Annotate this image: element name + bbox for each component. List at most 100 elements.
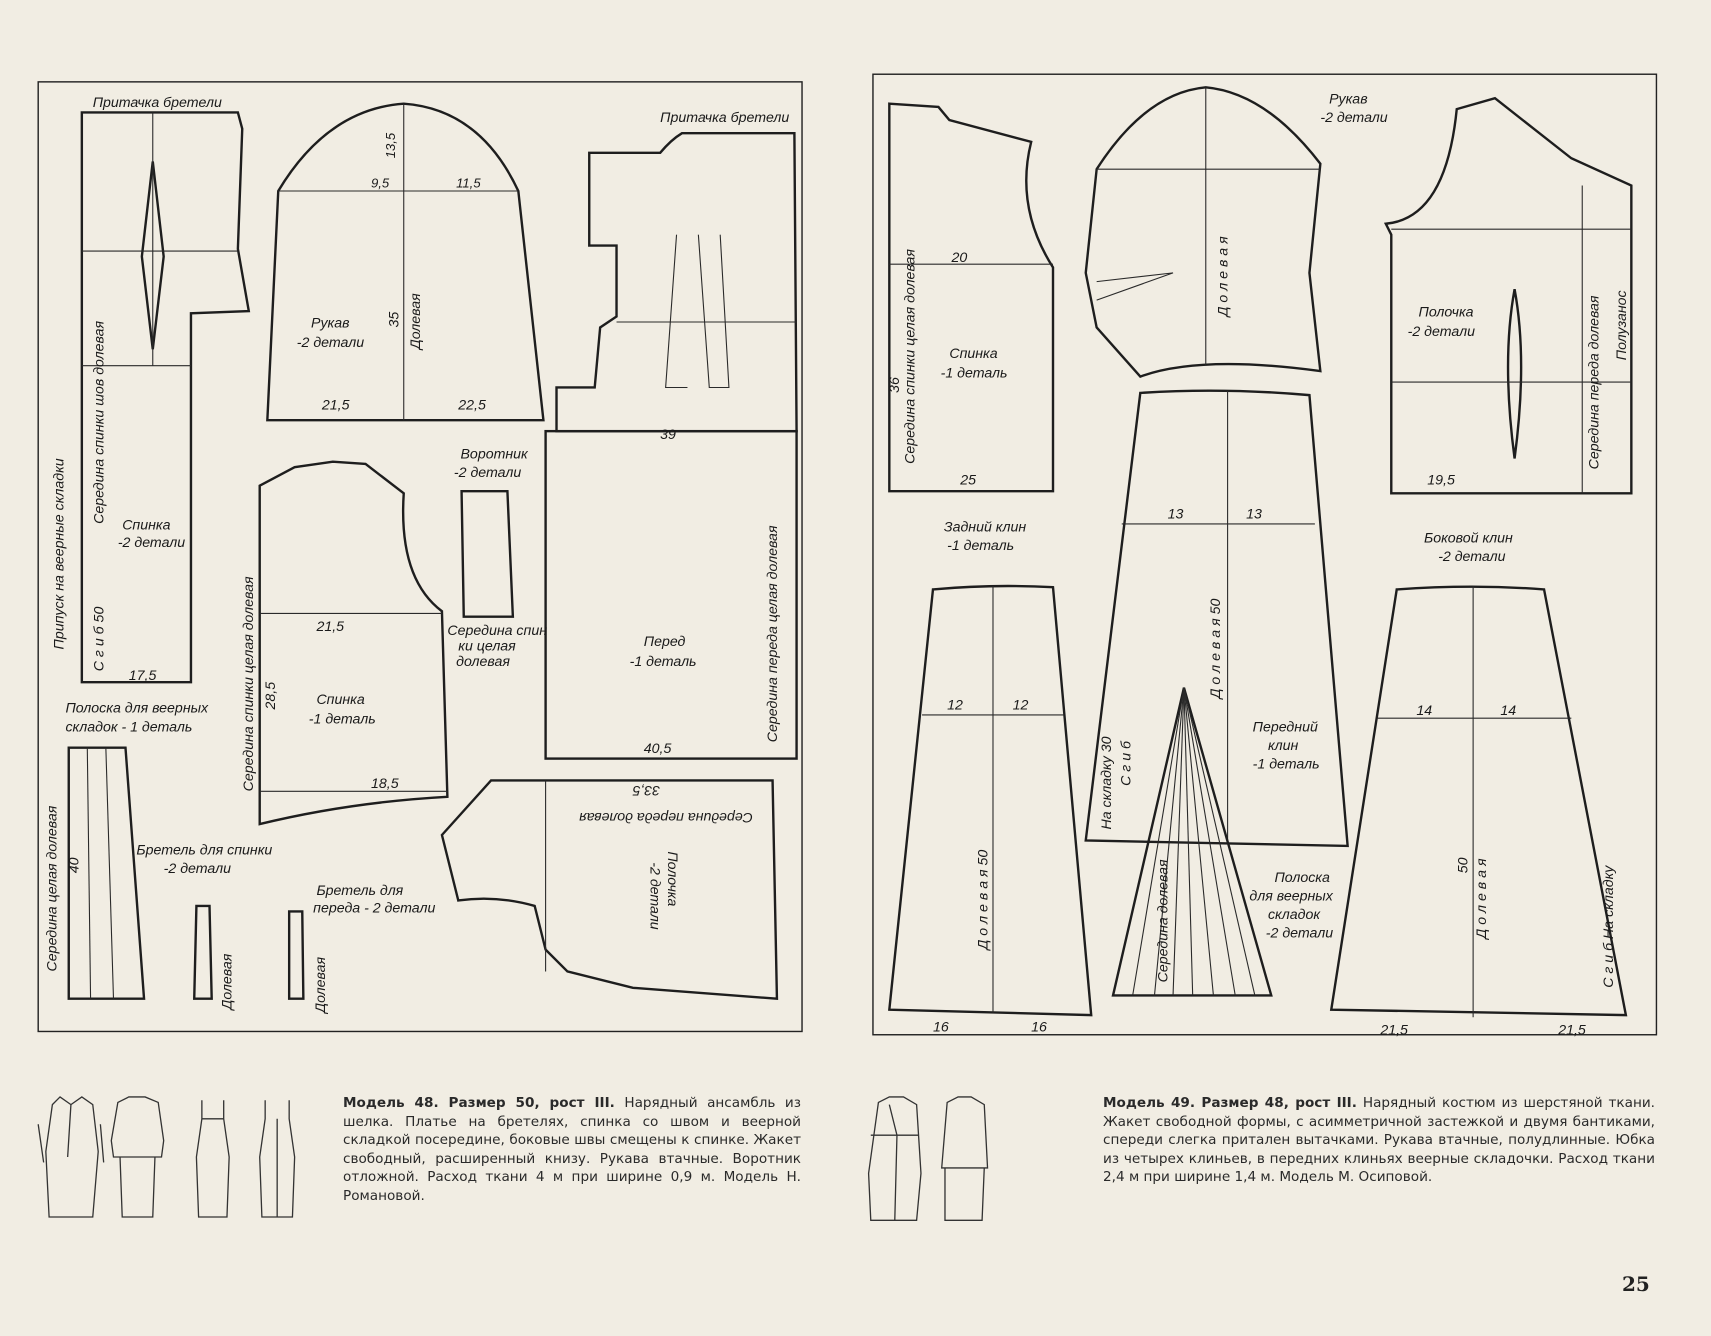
- label-50: 50: [1456, 857, 1472, 873]
- label-rukav: Рукав: [311, 315, 350, 331]
- label-vorotnik-count: -2 детали: [454, 465, 521, 481]
- fashion-sketch-48-dress-front: [195, 1100, 230, 1218]
- piece-front-jacket-49: [1383, 96, 1633, 495]
- fashion-sketch-49-front: [867, 1096, 922, 1221]
- label-bokovoy-klin: Боковой клин: [1424, 530, 1513, 546]
- label-polosk-2: складок - 1 деталь: [65, 719, 192, 735]
- label-vorotnik: Воротник: [460, 446, 529, 462]
- label-bretel-pereda-count: переда - 2 детали: [313, 900, 435, 916]
- label-polochka-49-count: -2 детали: [1408, 324, 1475, 340]
- label-rukav-49: Рукав: [1329, 92, 1368, 108]
- caption-model-48-text: Нарядный ансамбль из шелка. Платье на бр…: [343, 1095, 801, 1204]
- caption-model-48-title: Модель 48. Размер 50, рост III.: [343, 1095, 615, 1111]
- caption-model-49-title: Модель 49. Размер 48, рост III.: [1103, 1095, 1357, 1111]
- label-21-5b: 21,5: [315, 619, 344, 635]
- label-dolevaya-sleeve-49: Д о л е в а я: [1216, 236, 1232, 319]
- label-12a: 12: [947, 697, 963, 713]
- piece-back-jacket: [258, 460, 449, 826]
- label-20: 20: [951, 250, 968, 266]
- label-13a: 13: [1168, 506, 1184, 522]
- label-pered: Перед: [644, 634, 686, 650]
- label-rukav-count: -2 детали: [297, 335, 364, 351]
- label-dolevaya-b2: Долевая: [313, 957, 329, 1015]
- piece-pleat-strip: [67, 746, 146, 1000]
- label-polosk-1: Полоска для веерных: [65, 701, 209, 717]
- fashion-sketch-48-dress-back: [259, 1100, 296, 1218]
- label-11-5: 11,5: [456, 176, 481, 191]
- caption-model-49: Модель 49. Размер 48, рост III. Нарядный…: [1103, 1094, 1655, 1187]
- label-seredina-spinki-celaya: Середина спинки целая долевая: [241, 576, 257, 791]
- label-ser-spinki-3: долевая: [456, 654, 510, 670]
- label-polosk-49: Полоска: [1275, 870, 1330, 886]
- label-16b: 16: [1031, 1019, 1047, 1035]
- label-ser-spinki-2: ки целая: [458, 639, 516, 655]
- label-25: 25: [959, 473, 976, 489]
- label-seredina-pereda-49: Середина переда долевая: [1587, 295, 1603, 469]
- label-21-5: 21,5: [321, 397, 350, 413]
- label-14a: 14: [1416, 703, 1432, 719]
- label-dolevaya-b1: Долевая: [219, 953, 235, 1011]
- label-zadniy-klin: Задний клин: [944, 520, 1026, 536]
- label-13b: 13: [1246, 506, 1262, 522]
- page-number: 25: [1622, 1272, 1650, 1296]
- label-14b: 14: [1500, 703, 1516, 719]
- label-na-skladku: На складку 30: [1099, 736, 1115, 829]
- label-dolevaya-zadniy: Д о л е в а я 50: [976, 850, 992, 952]
- piece-sleeve-48: [266, 102, 545, 422]
- label-dolevaya-rukav: Долевая: [408, 293, 424, 351]
- label-rukav-49-count: -2 детали: [1320, 110, 1387, 126]
- label-peredniy-klin: клин: [1268, 738, 1299, 754]
- label-seredina-pereda-dol: Середина переда долевая: [579, 809, 753, 825]
- caption-model-49-text: Нарядный костюм из шерстяной ткани. Жаке…: [1103, 1095, 1655, 1186]
- label-polochka-49: Полочка: [1419, 305, 1474, 321]
- label-spinka-1: Спинка: [316, 692, 364, 708]
- label-spinka-1-count: -1 деталь: [309, 712, 376, 728]
- right-pattern-frame: [872, 73, 1658, 1036]
- label-pritachka-breteli-front: Притачка бретели: [660, 110, 789, 126]
- label-bretel-spinki: Бретель для спинки: [136, 843, 272, 859]
- fashion-sketch-48-jacket-back: [110, 1096, 165, 1218]
- label-22-5: 22,5: [457, 397, 486, 413]
- fashion-sketch-48-jacket-front: [37, 1096, 105, 1218]
- fashion-sketch-49-back: [940, 1096, 989, 1221]
- piece-side-skirt-panel: [1329, 585, 1628, 1018]
- label-16a: 16: [933, 1019, 949, 1035]
- label-seredina-spinki-49: Середина спинки целая долевая: [902, 249, 918, 464]
- label-13-5: 13,5: [383, 132, 398, 158]
- label-polochka-count: -2 детали: [646, 862, 662, 929]
- label-19-5: 19,5: [1427, 473, 1455, 489]
- piece-collar: [460, 489, 515, 618]
- label-pritachka-breteli: Притачка бретели: [93, 95, 222, 111]
- label-36: 36: [887, 377, 903, 393]
- label-39: 39: [660, 427, 676, 443]
- label-21-5-r1: 21,5: [1379, 1023, 1408, 1039]
- piece-back-dress-2: [80, 111, 251, 684]
- label-polosk-49d: -2 детали: [1266, 926, 1333, 942]
- label-seredina-pereda: Середина переда целая долевая: [765, 525, 781, 742]
- label-sgib: С г и б 50: [92, 607, 108, 672]
- label-bretel-spinki-count: -2 детали: [164, 861, 231, 877]
- label-seredina-dolevaya: Середина долевая: [1156, 859, 1172, 982]
- piece-front-skirt-panel: [1084, 389, 1349, 848]
- label-bretel-pereda: Бретель для: [316, 883, 403, 899]
- label-40-5: 40,5: [644, 741, 672, 757]
- label-poluzanos: Полузанос: [1614, 290, 1630, 360]
- label-40: 40: [67, 857, 83, 873]
- label-spinka-49: Спинка: [949, 346, 997, 362]
- left-pattern-frame: [37, 81, 803, 1033]
- piece-front-jacket: [440, 779, 779, 1001]
- label-18-5: 18,5: [371, 776, 399, 792]
- label-spinka-2: Спинка: [122, 517, 170, 533]
- label-spinka-49-count: -1 деталь: [941, 366, 1008, 382]
- label-sgib-na-skladku: С г и б На складку: [1601, 865, 1617, 988]
- label-sgib-49: С г и б: [1118, 740, 1134, 786]
- piece-sleeve-49: [1084, 86, 1322, 378]
- label-12b: 12: [1013, 697, 1029, 713]
- label-33-5: 33,5: [632, 782, 660, 798]
- label-28-5: 28,5: [263, 682, 279, 711]
- label-polosk-49c: складок: [1268, 907, 1321, 923]
- caption-model-48: Модель 48. Размер 50, рост III. Нарядный…: [343, 1094, 801, 1206]
- piece-fan-pleat-strip: [1111, 687, 1273, 997]
- label-polochka: Полочка: [664, 851, 680, 906]
